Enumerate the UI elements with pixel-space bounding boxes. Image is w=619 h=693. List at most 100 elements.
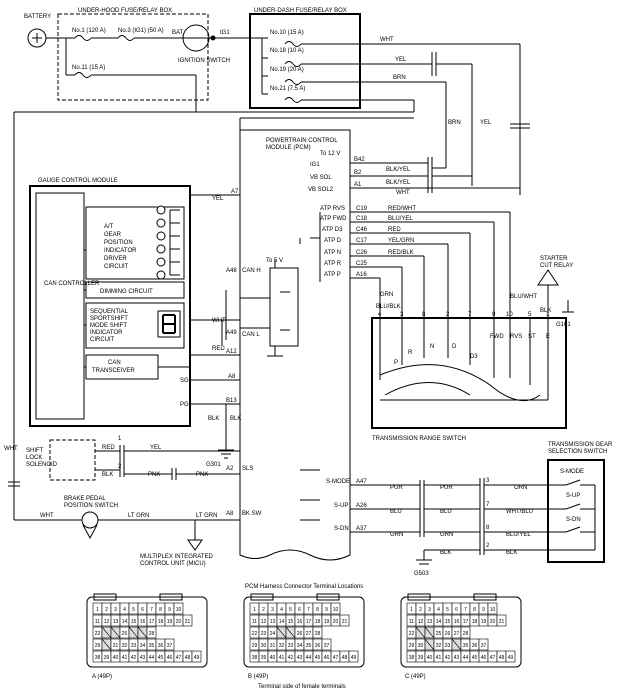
connector-terminal-number: 31 [270, 643, 276, 649]
connector-cell [496, 614, 507, 627]
connector-terminal-number: 38 [252, 655, 258, 661]
connector-terminal-number: 10 [333, 607, 339, 613]
connector-terminal-number: 15 [445, 619, 451, 625]
underdash-fuse-box [249, 13, 361, 109]
connector-terminal-number: 20 [176, 619, 182, 625]
canh-label: CAN H [242, 268, 261, 274]
trs-wire-blublk: BLU/BLK [376, 304, 401, 310]
connector-cell [505, 650, 516, 663]
connector-terminal-number: 39 [104, 655, 110, 661]
connector-terminal-number: 27 [454, 631, 460, 637]
tgss-wire-whtblu: WHT/BLU [506, 509, 533, 515]
pin-a12: A12 [226, 349, 237, 355]
connector-terminal-number: 10 [490, 607, 496, 613]
connector-terminal-number: 36 [472, 643, 478, 649]
connector-terminal-number: 35 [463, 643, 469, 649]
connector-terminal-number: 2 [419, 607, 422, 613]
trs-pos-d: D [452, 344, 457, 350]
pcm-pin-10: A16 [356, 272, 367, 278]
connector-terminal-number: 39 [418, 655, 424, 661]
connector-terminal-number: 38 [409, 655, 415, 661]
tgss-pin-3: 8 [486, 525, 490, 531]
connector-terminal-number: 33 [288, 643, 294, 649]
conn-b-label: B (49P) [248, 674, 268, 680]
connector-terminal-number: 35 [306, 643, 312, 649]
pcm-pin-5: C18 [356, 216, 368, 222]
conn-a-label: A (49P) [92, 674, 112, 680]
wire-grn: GRN [390, 532, 403, 538]
connector-terminal-number: 19 [481, 619, 487, 625]
trs-wire-bluwht: BLU/WHT [510, 294, 537, 300]
connector-terminal-number: 32 [279, 643, 285, 649]
connector-terminal-number: 45 [472, 655, 478, 661]
connector-terminal-number: 1 [253, 607, 256, 613]
connector-terminal-number: 8 [316, 607, 319, 613]
sls-label: SLS [242, 466, 253, 472]
pcm-wire-6: RED [388, 227, 401, 233]
gauge-control-module [29, 185, 191, 427]
pcm-pin-3: A1 [354, 182, 362, 188]
trs-pos-p: P [394, 360, 398, 366]
wire-wht-top: WHT [380, 37, 394, 43]
connector-terminal-number: 35 [149, 643, 155, 649]
connector-terminal-number: 11 [252, 619, 257, 625]
terminal-side-label: Terminal side of female terminals [258, 684, 346, 690]
connector-terminal-number: 3 [271, 607, 274, 613]
connector-terminal-number: 26 [297, 631, 303, 637]
connector-terminal-number: 33 [131, 643, 137, 649]
pcm-pin-6: C46 [356, 227, 368, 233]
connector-terminal-number: 8 [159, 607, 162, 613]
pcm-pin-9: C25 [356, 261, 368, 267]
connector-terminal-number: 25 [436, 631, 442, 637]
connector-terminal-number: 17 [306, 619, 312, 625]
can-trans-l1: CAN [108, 360, 121, 366]
connector-terminal-number: 6 [455, 607, 458, 613]
connector-cell-unused-mark [101, 638, 112, 651]
connector-cell [312, 626, 323, 639]
tgss-pos-smode: S-MODE [560, 469, 584, 475]
fuse-no11-label: No.11 (15 A) [72, 65, 105, 71]
connector-terminal-number: 39 [261, 655, 267, 661]
pin-a8-b: A8 [226, 511, 234, 517]
at-gear-l2: GEAR [104, 232, 122, 238]
tgss-l2: SELECTION SWITCH [548, 449, 607, 455]
connector-c [400, 596, 522, 668]
sg-label: SG [180, 378, 189, 384]
brake-l1: BRAKE PEDAL [64, 496, 106, 502]
connector-terminal-number: 1 [410, 607, 413, 613]
connector-terminal-number: 41 [436, 655, 442, 661]
connector-terminal-number: 9 [482, 607, 485, 613]
trs-label: TRANSMISSION RANGE SWITCH [372, 436, 466, 442]
dimming-label: DIMMING CIRCUIT [100, 289, 153, 295]
bksw-label: BK SW [242, 511, 262, 517]
connector-terminal-number: 28 [315, 631, 321, 637]
connector-terminal-number: 14 [436, 619, 442, 625]
wire-brn-vert: BRN [448, 120, 461, 126]
connector-terminal-number: 12 [104, 619, 110, 625]
pcm-pin-name-4: ATP RVS [320, 206, 345, 212]
fuse-no19-label: No.19 (20 A) [270, 67, 304, 73]
trs-wire-grn: GRN [380, 292, 393, 298]
tgss-wire-bluyel: BLU/YEL [506, 532, 531, 538]
wire-brn-top: BRN [393, 75, 406, 81]
connector-terminal-number: 47 [333, 655, 339, 661]
canl-label: CAN L [242, 332, 260, 338]
can-trans-l2: TRANSCEIVER [92, 368, 135, 374]
pin-a7: A7 [231, 189, 239, 195]
connector-cell [487, 602, 498, 615]
connector-terminal-number: 13 [427, 619, 433, 625]
wire-blu-2: BLU [440, 509, 452, 515]
connector-terminal-number: 21 [185, 619, 191, 625]
g301-label: G301 [206, 462, 221, 468]
connector-terminal-number: 21 [499, 619, 505, 625]
connector-terminal-number: 19 [167, 619, 173, 625]
connector-terminal-number: 44 [149, 655, 155, 661]
starter-l2: CUT RELAY [540, 263, 573, 269]
seq-l1: SEQUENTIAL [90, 309, 129, 315]
connector-terminal-number: 17 [463, 619, 469, 625]
connector-terminal-number: 37 [167, 643, 173, 649]
connector-terminal-number: 36 [158, 643, 164, 649]
tgss-pin-4: 2 [486, 543, 490, 549]
micu-l1: MULTIPLEX INTEGRATED [140, 554, 213, 560]
